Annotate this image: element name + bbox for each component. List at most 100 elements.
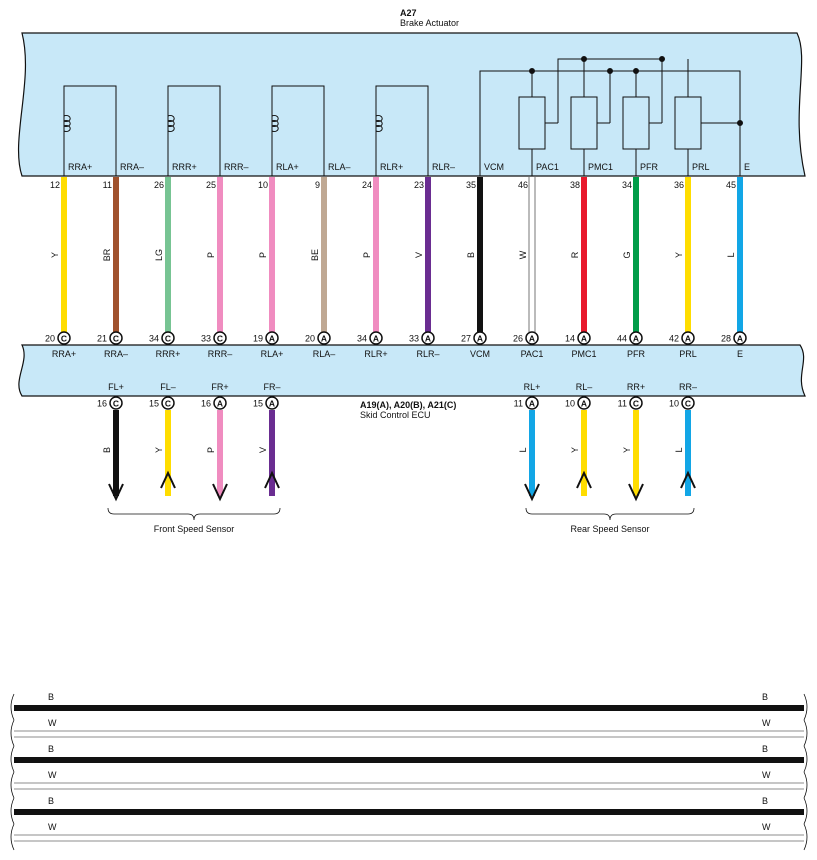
bottom-terminal-label: RRR– [208, 349, 233, 359]
top-terminal-label: RRA+ [68, 162, 92, 172]
ecu-panel [18, 344, 806, 397]
arrow-down-icon [628, 483, 644, 502]
wire-color-code: BR [102, 248, 112, 261]
sensor-terminal-label: FR– [263, 382, 280, 392]
arrow-down-icon [212, 483, 228, 502]
bottom-terminal-label: RRA– [104, 349, 128, 359]
connector-letter: C [165, 333, 171, 343]
connector-circle [629, 331, 643, 345]
wire-color-code: BE [310, 249, 320, 261]
cable-label-left: B [48, 744, 54, 754]
cable-label-right: W [762, 718, 771, 728]
sensor-terminal-label: FL+ [108, 382, 124, 392]
sensor-group-brace [107, 507, 281, 521]
bottom-pin-number: 28 [721, 333, 731, 343]
connector-letter: C [165, 398, 171, 408]
top-terminal-label: VCM [484, 162, 504, 172]
bottom-pin-number: 14 [565, 333, 575, 343]
connector-circle [525, 331, 539, 345]
cable-break-right [803, 797, 808, 825]
top-terminal-label: PRL [692, 162, 710, 172]
bottom-pin-number: 20 [305, 333, 315, 343]
bottom-terminal-label: RLA+ [261, 349, 284, 359]
coil-icon [375, 115, 383, 122]
top-terminal-label: PFR [640, 162, 659, 172]
relay-bus [557, 58, 663, 123]
sensor-pin-number: 16 [97, 398, 107, 408]
connector-circle [733, 331, 747, 345]
sensor-group-brace [525, 507, 695, 521]
wire-color-code: B [102, 447, 112, 453]
junction-dot [633, 68, 639, 74]
connector-letter: A [581, 398, 587, 408]
bottom-terminal-label: RLR– [416, 349, 439, 359]
coil-icon [375, 120, 383, 127]
ecu-name: Skid Control ECU [360, 410, 431, 420]
cable-label-right: B [762, 744, 768, 754]
connector-letter: A [217, 398, 223, 408]
wire-color-code: L [518, 447, 528, 452]
cable-break-right [803, 719, 808, 747]
sensor-pin-number: 11 [514, 398, 523, 408]
top-pin-number: 12 [50, 180, 60, 190]
sensor-terminal-label: RR+ [627, 382, 645, 392]
junction-dot [607, 68, 613, 74]
wire-color-code: V [258, 447, 268, 453]
bottom-terminal-label: VCM [470, 349, 490, 359]
connector-letter: A [425, 333, 431, 343]
junction-dot [581, 56, 587, 62]
cable-label-right: W [762, 822, 771, 832]
sensor-pin-number: 15 [149, 398, 159, 408]
connector-circle [109, 331, 123, 345]
connector-letter: A [373, 333, 379, 343]
top-pin-number: 25 [206, 180, 216, 190]
arrow-up-icon [576, 470, 592, 489]
connector-circle [369, 331, 383, 345]
connector-circle [161, 331, 175, 345]
wire-color-code: L [726, 252, 736, 257]
top-pin-number: 11 [103, 180, 112, 190]
coil-icon [271, 115, 279, 122]
top-terminal-label: RLR+ [380, 162, 403, 172]
sensor-terminal-label: RL– [576, 382, 593, 392]
top-terminal-label: PMC1 [588, 162, 613, 172]
cable-label-left: B [48, 796, 54, 806]
top-terminal-label: RRR+ [172, 162, 197, 172]
connector-letter: A [529, 333, 535, 343]
arrow-up-icon [680, 470, 696, 489]
connector-letter: C [113, 398, 119, 408]
bottom-terminal-label: PRL [679, 349, 697, 359]
connector-letter: A [477, 333, 483, 343]
top-terminal-label: PAC1 [536, 162, 559, 172]
top-pin-number: 26 [154, 180, 164, 190]
connector-circle [213, 331, 227, 345]
bottom-pin-number: 20 [45, 333, 55, 343]
connector-circle [265, 331, 279, 345]
bottom-pin-number: 34 [357, 333, 367, 343]
top-terminal-label: RRA– [120, 162, 144, 172]
connector-circle [317, 331, 331, 345]
cable-break-left [10, 719, 15, 747]
bottom-pin-number: 21 [97, 333, 107, 343]
wire-color-code: Y [570, 447, 580, 453]
connector-letter: A [633, 333, 639, 343]
junction-dot [659, 56, 665, 62]
wire-color-code: Y [154, 447, 164, 453]
bottom-terminal-label: RLR+ [364, 349, 387, 359]
coil-icon [167, 115, 175, 122]
wire-color-code: G [622, 251, 632, 258]
top-pin-number: 35 [466, 180, 476, 190]
wire-color-code: Y [622, 447, 632, 453]
cable-break-left [10, 797, 15, 825]
bottom-terminal-label: RRR+ [156, 349, 181, 359]
connector-letter: A [269, 398, 275, 408]
connector-circle [629, 396, 643, 410]
connector-circle [109, 396, 123, 410]
solenoid-coils [63, 85, 429, 176]
connector-circle [577, 396, 591, 410]
top-pin-number: 9 [315, 180, 320, 190]
top-terminal-label: RLR– [432, 162, 455, 172]
wire-color-code: B [466, 252, 476, 258]
